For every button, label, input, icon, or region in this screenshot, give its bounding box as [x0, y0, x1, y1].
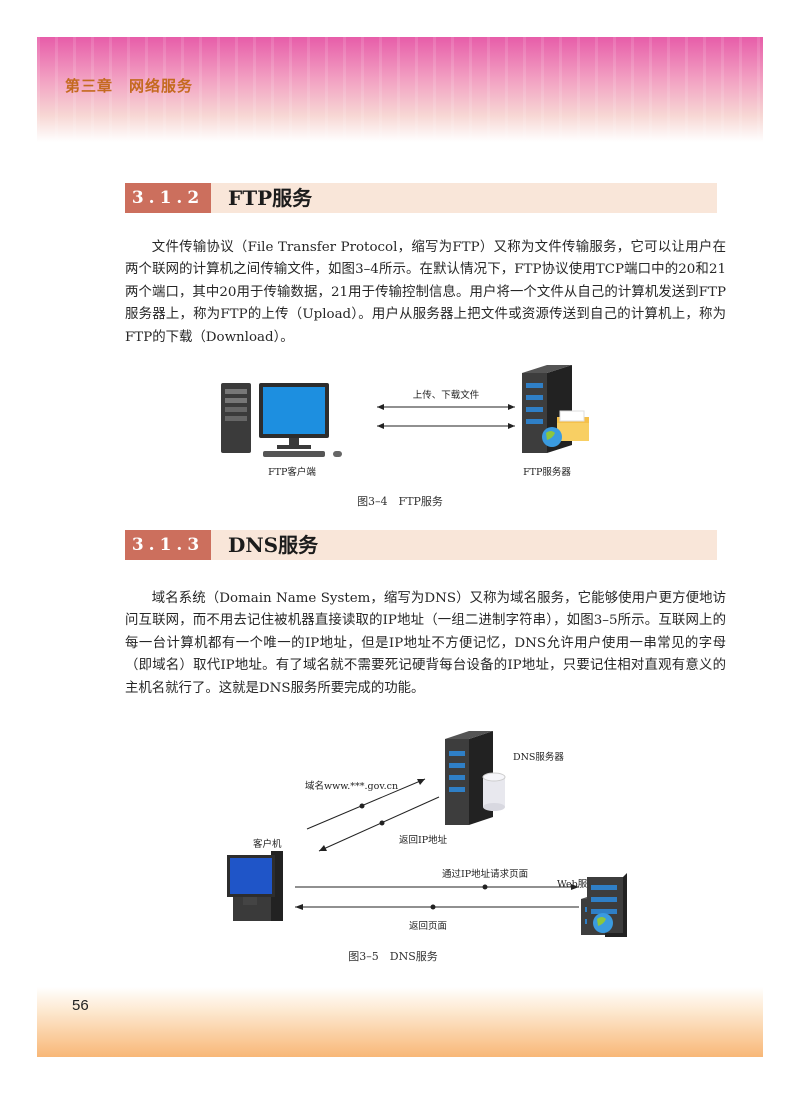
section-title: FTP服务 [228, 186, 313, 210]
section-number: 3.1.3 [125, 530, 211, 560]
section-number: 3.1.2 [125, 183, 211, 213]
web-request-arrows [295, 884, 579, 910]
arrow-label: 上传、下载文件 [413, 389, 480, 401]
monitor-icon [259, 383, 342, 457]
dns-query-arrows [306, 778, 440, 852]
section-heading-dns: 3.1.3 DNS服务 [125, 530, 717, 560]
globe-icon [593, 913, 613, 933]
dns-server-label: DNS服务器 [513, 751, 564, 763]
figure-caption-3-4: 图3–4 FTP服务 [357, 495, 443, 508]
client-computer-icon [227, 851, 283, 921]
dns-paragraph: 域名系统（Domain Name System，缩写为DNS）又称为域名服务，它… [125, 591, 726, 696]
ftp-diagram: 上传、下载文件 FTP客户端 FTP服务器 [221, 365, 589, 478]
folder-icon [557, 410, 589, 441]
request-label: 通过IP地址请求页面 [442, 868, 528, 880]
textbook-page: 第三章 网络服务 3.1.2 FTP服务 文件传输协议（File Transfe… [37, 37, 763, 1057]
return-ip-label: 返回IP地址 [399, 834, 448, 846]
dns-server-icon [445, 731, 493, 825]
domain-label: 域名www.***.gov.cn [305, 780, 398, 792]
section-title: DNS服务 [228, 533, 319, 557]
footer-band [37, 987, 763, 1057]
page-number: 56 [72, 997, 89, 1014]
database-icon [482, 772, 506, 811]
globe-icon [542, 427, 562, 447]
computer-tower-icon [221, 383, 251, 453]
header-band [37, 37, 763, 142]
chapter-title: 第三章 网络服务 [65, 77, 194, 95]
figure-caption-3-5: 图3–5 DNS服务 [348, 950, 438, 963]
client-label: FTP客户端 [268, 466, 316, 478]
server-label: FTP服务器 [523, 466, 571, 478]
transfer-arrows [377, 404, 515, 429]
ftp-paragraph: 文件传输协议（File Transfer Protocol，缩写为FTP）又称为… [125, 240, 726, 345]
dns-diagram: DNS服务器 域名www.***.gov.cn 返回IP地址 客户机 Web服务… [227, 731, 627, 937]
section-heading-ftp: 3.1.2 FTP服务 [125, 183, 717, 213]
client-label: 客户机 [253, 838, 282, 850]
return-page-label: 返回页面 [409, 920, 447, 932]
